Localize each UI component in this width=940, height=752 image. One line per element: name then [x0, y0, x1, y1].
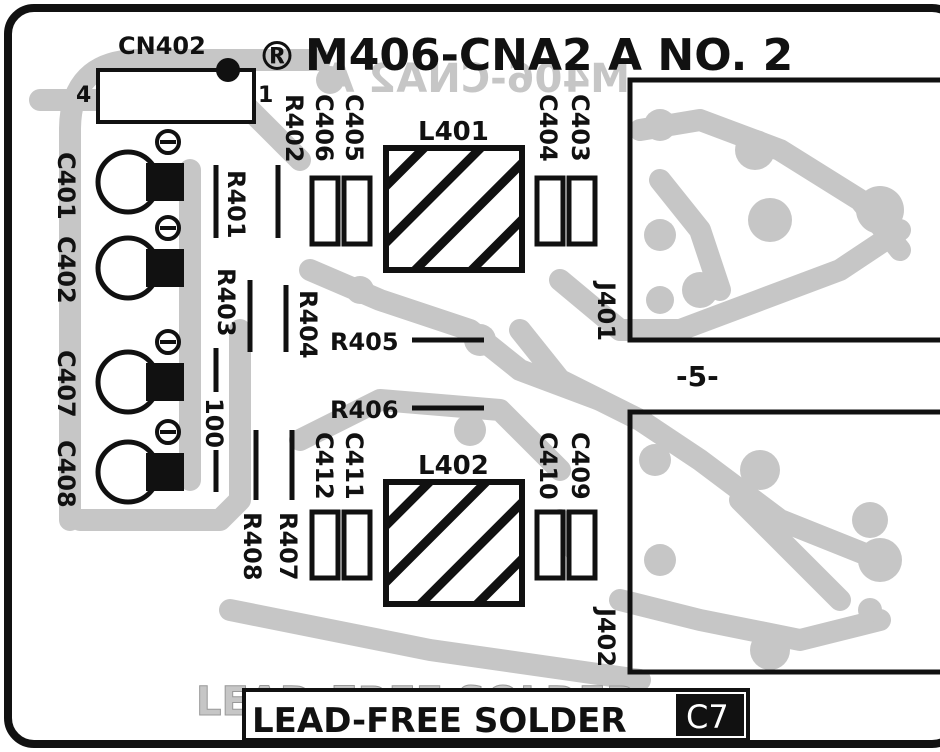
- c409-label: C409: [566, 432, 594, 500]
- l402-label: L402: [418, 451, 489, 481]
- r406-label: R406: [330, 396, 399, 424]
- smd-caps-upper: [309, 175, 598, 247]
- cn402-pin1-marker: [216, 58, 240, 82]
- footer-code-box: [676, 694, 744, 736]
- r405-label: R405: [330, 328, 399, 356]
- resistor-lines: [213, 165, 484, 500]
- c402-label: C402: [52, 236, 80, 304]
- c406-label: C406: [310, 94, 338, 162]
- c401-label: C401: [52, 152, 80, 220]
- jack-j401-outline: [627, 77, 940, 343]
- c408-label: C408: [52, 440, 80, 508]
- inductor-l401: [383, 145, 525, 273]
- smd-caps-lower: [309, 509, 598, 581]
- jack-j402-outline: [627, 409, 940, 675]
- footer-lead-free: LEAD-FREE SOLDER: [252, 701, 627, 741]
- capacitor-c402-footprint: [95, 215, 184, 301]
- capacitor-c401-footprint: [95, 129, 184, 215]
- c404-label: C404: [534, 94, 562, 162]
- section-marker: -5-: [676, 360, 719, 393]
- r408-label: R408: [238, 512, 266, 581]
- r401-label: R401: [222, 170, 250, 239]
- c412-label: C412: [310, 432, 338, 500]
- copper-pads: [316, 66, 904, 670]
- board-outline: [4, 4, 940, 748]
- cn402-pin-left: 4: [76, 83, 91, 108]
- cn402-label: CN402: [118, 32, 206, 60]
- board-title: M406-CNA2 A NO. 2: [305, 30, 793, 81]
- footer-code: C7: [686, 698, 729, 736]
- l401-label: L401: [418, 117, 489, 147]
- r407-label: R407: [274, 512, 302, 581]
- mirrored-title-ghost: M406-CNA2 A: [324, 56, 630, 102]
- c407-label: C407: [52, 350, 80, 418]
- r404-label: R404: [294, 290, 322, 359]
- copper-traces: [29, 49, 911, 691]
- footer-frame: [242, 688, 750, 742]
- registered-mark: ®: [257, 34, 297, 80]
- capacitor-c407-footprint: [95, 329, 184, 415]
- j401-label: J401: [592, 280, 620, 341]
- c403-label: C403: [566, 94, 594, 162]
- resistor-100-label: 100: [200, 398, 228, 448]
- r402-label: R402: [280, 94, 308, 163]
- capacitor-c408-footprint: [95, 419, 184, 505]
- inductor-l402: [383, 479, 525, 607]
- r403-label: R403: [212, 268, 240, 337]
- c410-label: C410: [534, 432, 562, 500]
- c411-label: C411: [340, 432, 368, 500]
- c405-label: C405: [340, 94, 368, 162]
- cn402-pin-right: 1: [258, 83, 273, 108]
- j402-label: J402: [592, 606, 620, 667]
